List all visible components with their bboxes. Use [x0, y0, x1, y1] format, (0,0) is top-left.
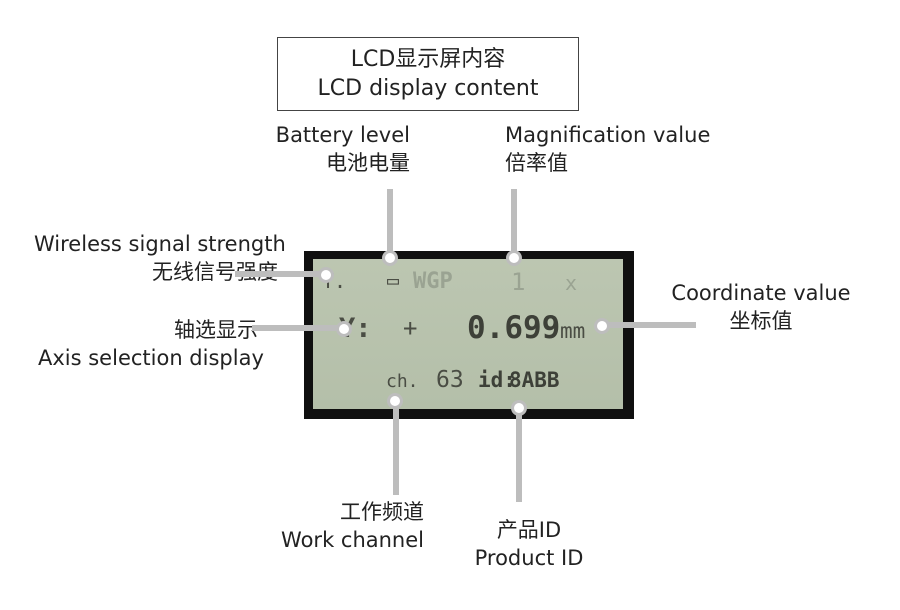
axis-label-zh: 轴选显示	[174, 318, 258, 342]
lcd-bezel: T. ▭ WGP 1 x Y: + 0.699 mm ch. 63 id: 8A…	[304, 251, 634, 419]
battery-icon: ▭	[387, 268, 400, 292]
channel-label-zh: 工作频道	[340, 500, 424, 524]
magnification-marker	[506, 250, 522, 266]
axis-leader-line	[252, 325, 338, 331]
wgp-indicator: WGP	[413, 269, 453, 294]
magnification-value: 1	[511, 268, 526, 296]
wireless-label: Wireless signal strength 无线信号强度	[34, 230, 286, 286]
wireless-leader-line	[235, 271, 321, 277]
coordinate-unit: mm	[560, 319, 586, 343]
coordinate-value: 0.699	[467, 310, 561, 346]
magnification-label: Magnification value 倍率值	[505, 121, 710, 177]
sign-indicator: +	[403, 314, 418, 342]
wireless-marker	[318, 267, 334, 283]
axis-label-en: Axis selection display	[38, 346, 264, 370]
coordinate-label-zh: 坐标值	[729, 309, 793, 333]
product-leader-line	[516, 414, 522, 502]
title-zh: LCD显示屏内容	[350, 47, 506, 72]
axis-marker	[336, 321, 352, 337]
coordinate-label-en: Coordinate value	[671, 281, 851, 305]
title-box: LCD显示屏内容 LCD display content	[277, 37, 579, 111]
product-label-en: Product ID	[474, 546, 584, 570]
coordinate-marker	[594, 318, 610, 334]
channel-label-en: Work channel	[281, 528, 424, 552]
battery-label-zh: 电池电量	[326, 151, 410, 175]
axis-label: 轴选显示 Axis selection display	[38, 316, 264, 372]
wireless-label-en: Wireless signal strength	[34, 232, 286, 256]
magnification-unit: x	[565, 271, 578, 295]
channel-leader-line	[393, 407, 399, 495]
title-en: LCD display content	[317, 76, 539, 101]
magnification-label-zh: 倍率值	[505, 151, 568, 175]
battery-marker	[382, 250, 398, 266]
lcd-screen: T. ▭ WGP 1 x Y: + 0.699 mm ch. 63 id: 8A…	[313, 259, 623, 409]
battery-leader-line	[387, 189, 393, 253]
battery-label-en: Battery level	[275, 123, 410, 147]
product-label-zh: 产品ID	[496, 518, 562, 542]
battery-label: Battery level 电池电量	[264, 121, 410, 177]
product-marker	[511, 400, 527, 416]
coordinate-leader-line	[608, 322, 696, 328]
coordinate-label: Coordinate value 坐标值	[664, 279, 858, 335]
magnification-label-en: Magnification value	[505, 123, 711, 147]
channel-marker	[387, 393, 403, 409]
channel-label: 工作频道 Work channel	[270, 498, 424, 554]
product-label: 产品ID Product ID	[468, 516, 590, 572]
id-label-lcd: id:	[478, 368, 516, 392]
magnification-leader-line	[511, 189, 517, 253]
product-id-value: 8ABB	[509, 368, 560, 392]
channel-label-lcd: ch.	[386, 371, 419, 392]
channel-value: 63	[436, 367, 464, 393]
